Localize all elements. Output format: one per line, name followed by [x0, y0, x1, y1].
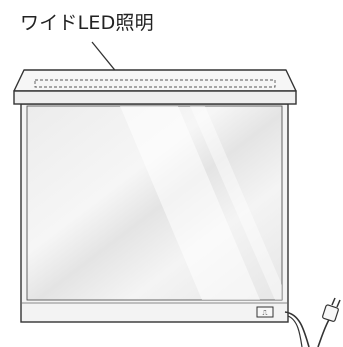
power-plug [322, 297, 341, 322]
power-cord [284, 311, 310, 347]
power-cord [287, 315, 303, 347]
mirror-highlight [190, 106, 282, 300]
wide-led-light [34, 79, 276, 88]
callout-label: ワイドLED照明 [20, 12, 154, 34]
power-switch [256, 306, 274, 318]
mirror-highlight [120, 106, 260, 300]
switch-mark: ⎍ [263, 309, 268, 317]
led-light-front [13, 90, 297, 105]
power-cord [317, 317, 331, 347]
led-light-top [13, 69, 297, 92]
